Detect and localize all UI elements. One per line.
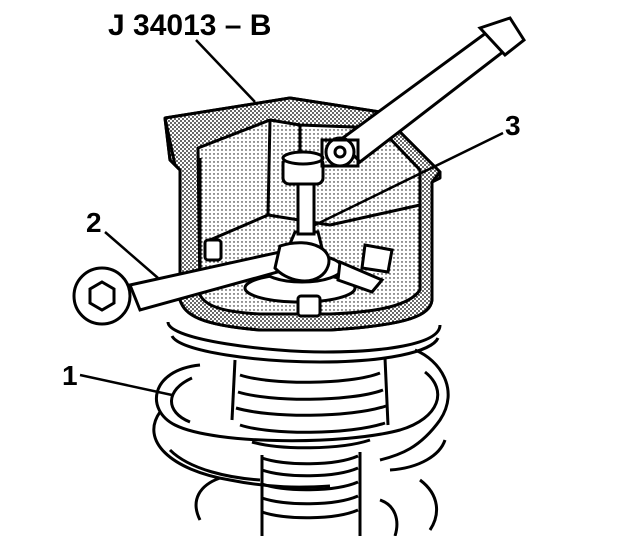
ratchet-wrench <box>320 16 526 168</box>
tool-label: J 34013 – B <box>108 9 271 42</box>
coil-spring <box>152 321 450 536</box>
box-end-wrench <box>72 241 331 326</box>
leader-lines <box>79 39 504 397</box>
leader-1 <box>79 373 173 397</box>
leader-2 <box>104 231 159 279</box>
strut-bellows <box>230 357 390 536</box>
callout-1: 1 <box>62 360 78 391</box>
callout-3: 3 <box>505 110 521 141</box>
leader-tool <box>195 39 256 103</box>
callout-2: 2 <box>86 207 102 238</box>
leader-3 <box>314 131 504 227</box>
